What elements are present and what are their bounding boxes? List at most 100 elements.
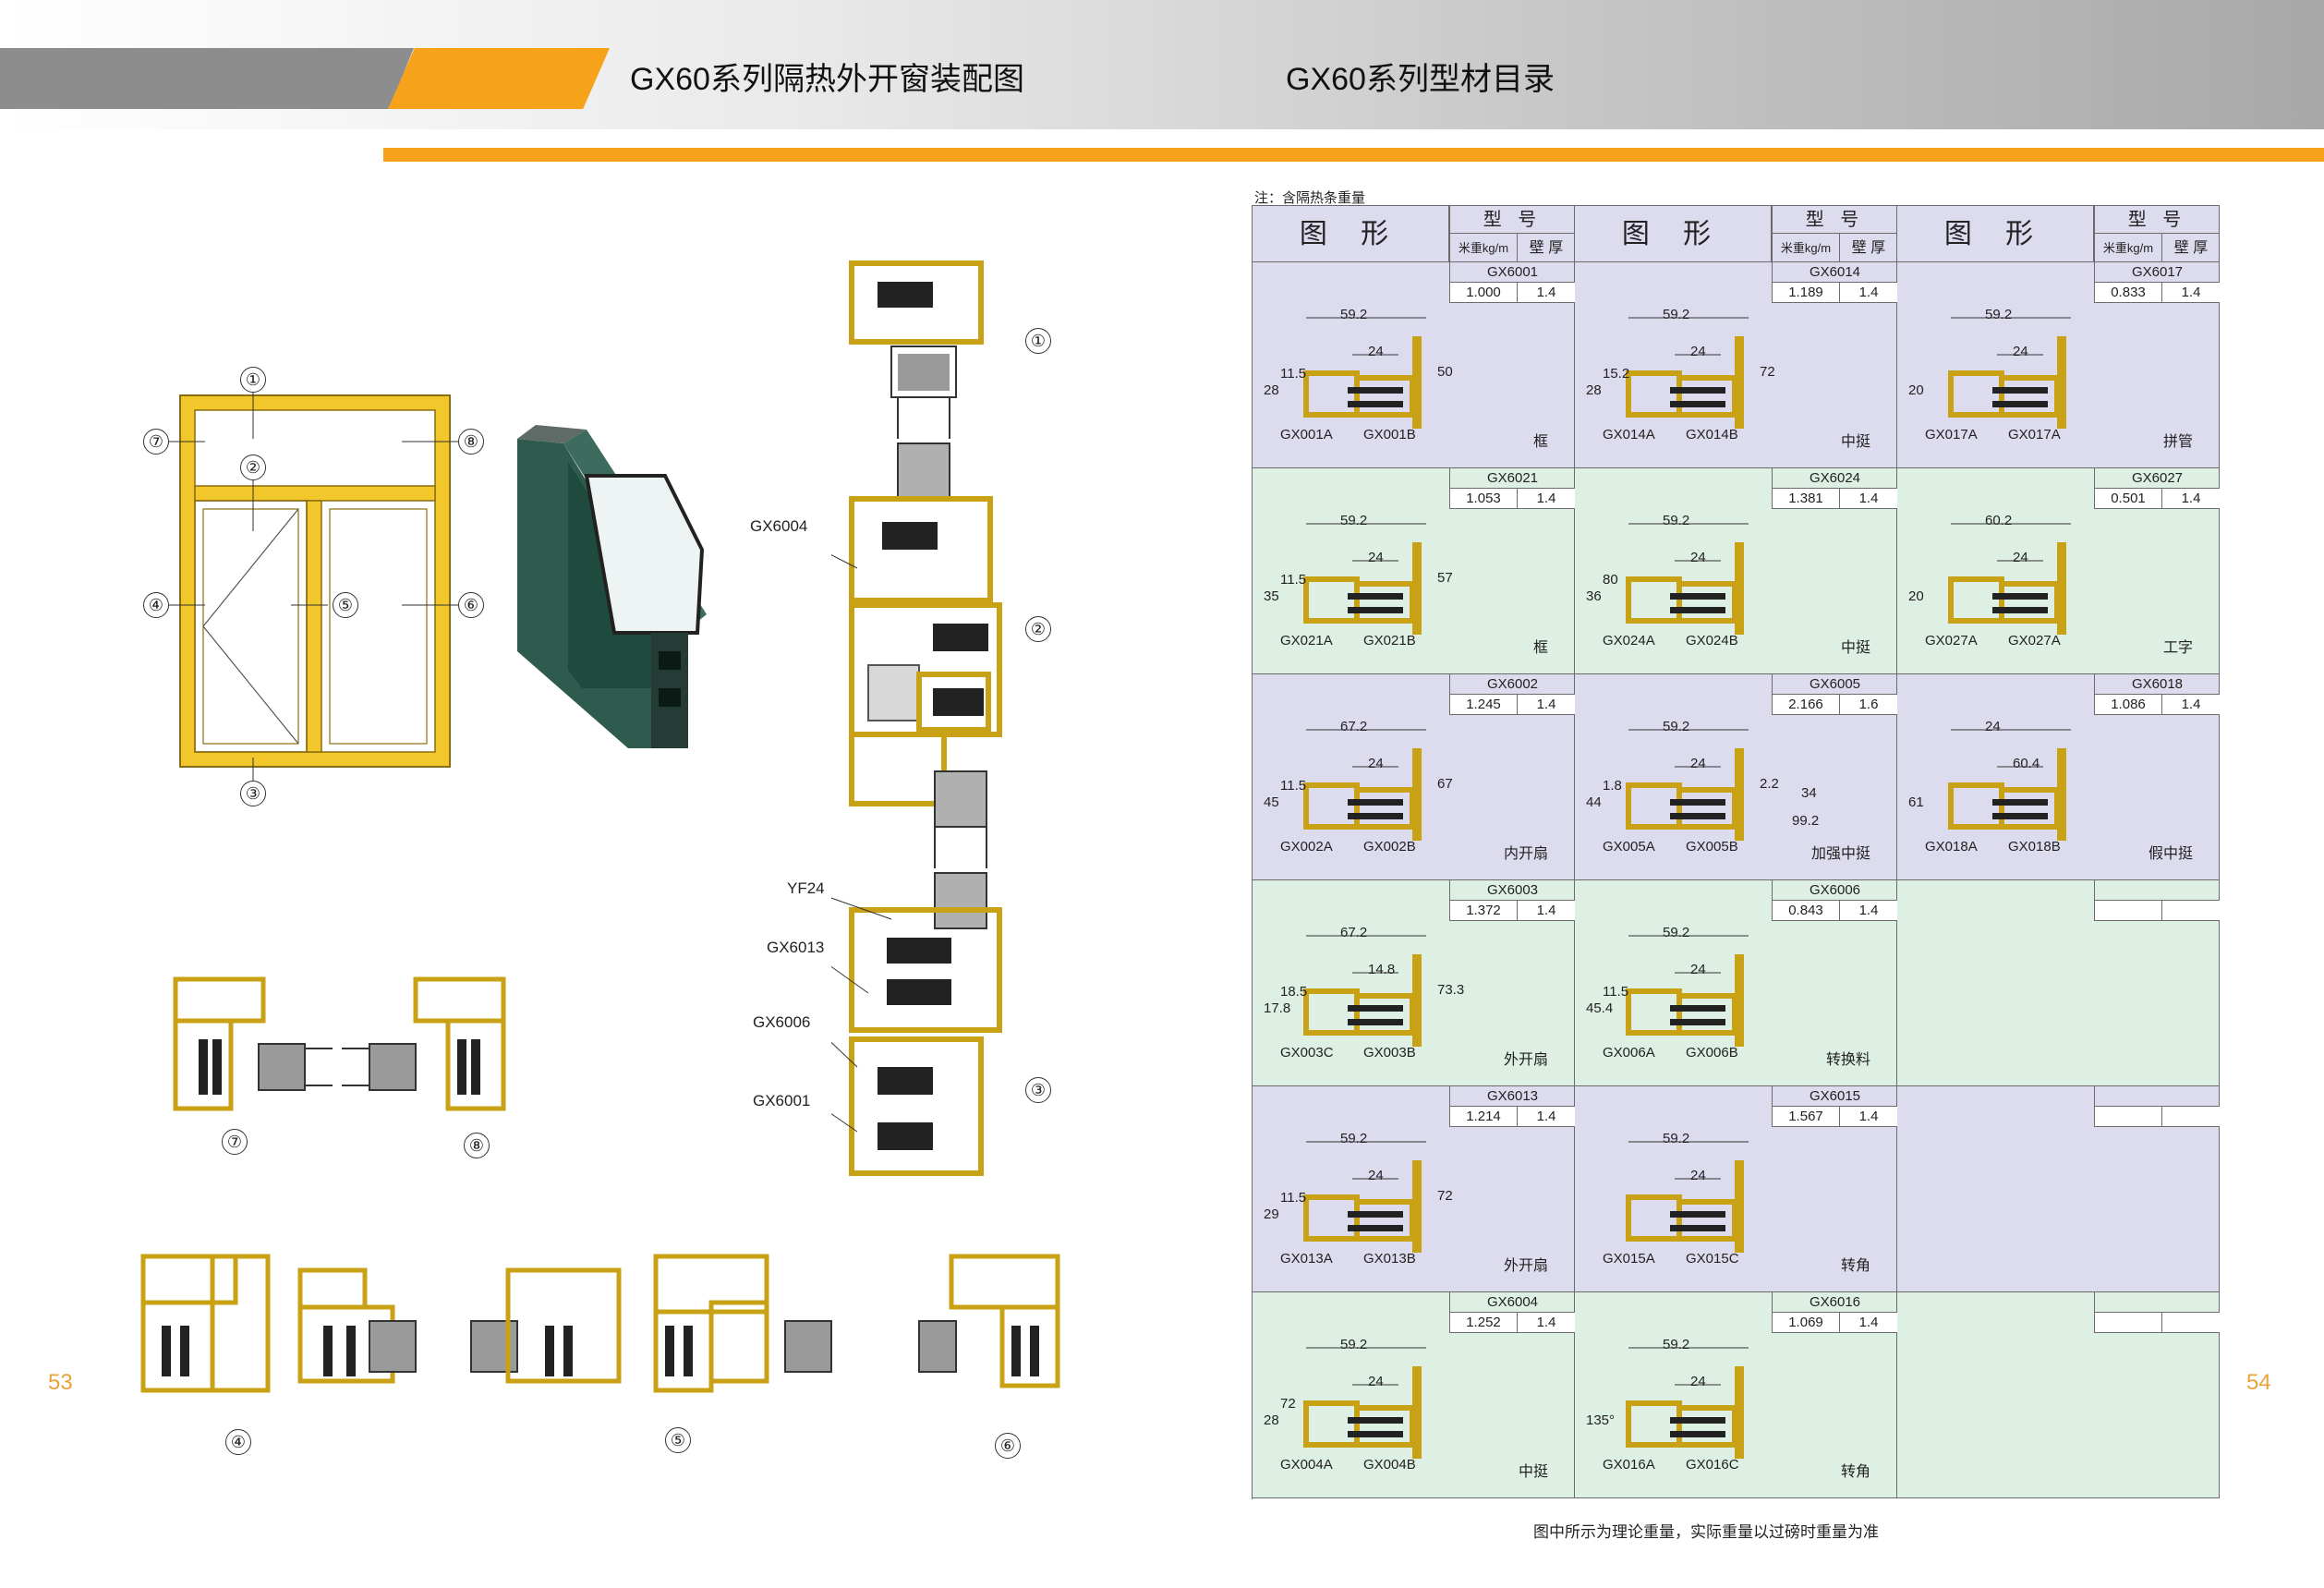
dimension-label: 60.2 [1985,513,2013,528]
thickness-value: 1.4 [1839,1107,1897,1127]
section-callout-3: ③ [1025,1077,1051,1103]
label-yf24: YF24 [787,879,825,897]
profile-shape [1348,387,1403,394]
dimension-label: 59.2 [1340,1131,1368,1146]
profile-shape [1948,370,2004,418]
profile-shape [1735,1160,1744,1253]
dimension-label: 24 [2013,344,2028,359]
profile-section-drawing [1626,1141,1749,1253]
part-code-label: GX005A [1603,839,1655,855]
weight-value: 1.245 [1449,695,1517,715]
dimension-label: 44 [1586,794,1602,810]
callout-5: ⑤ [333,592,358,618]
profile-name: 工字 [2162,640,2193,656]
dimension-label: 59.2 [1340,1337,1368,1352]
thickness-value [2161,1107,2220,1127]
part-code-label: GX027A [1925,633,1978,649]
dimension-label: 67.2 [1340,925,1368,940]
thickness-value [2161,901,2220,921]
profile-shape [1348,1417,1403,1424]
thickness-value: 1.4 [1839,489,1897,509]
thickness-value: 1.4 [1839,283,1897,303]
model-code: GX6004 [1449,1292,1575,1313]
part-code-label: GX013B [1363,1251,1416,1267]
dimension-label: 60.4 [2013,756,2040,771]
profile-shape [1303,576,1360,624]
profile-shape [1303,370,1360,418]
profile-name: 外开扇 [1503,1052,1548,1068]
part-code-label: GX016A [1603,1457,1655,1473]
profile-shape [1348,1005,1403,1012]
profile-section-drawing [1303,935,1426,1047]
dimension-label: 57 [1437,570,1453,586]
callout-2: ② [240,455,266,480]
profile-shape [1354,375,1415,418]
dimension-label: 45 [1264,794,1279,810]
section-callout-5: ⑤ [665,1427,691,1453]
dimension-label: 59.2 [1663,1131,1690,1146]
profile-name: 框 [1532,640,1548,656]
profile-shape [1992,401,2048,407]
profile-shape [1348,401,1403,407]
model-code [2094,880,2220,901]
window-elevation-diagram [166,384,462,785]
profile-shape [1992,813,2048,819]
dimension-label: 20 [1908,382,1924,398]
dimension-label: 20 [1908,588,1924,604]
figure-header-label: 图 形 [1575,206,1772,262]
corner-profile-render [517,425,707,748]
thickness-value: 1.4 [1839,1313,1897,1333]
thickness-value: 1.4 [1517,283,1575,303]
section-callout-4: ④ [225,1429,251,1455]
profile-shape [1670,1417,1725,1424]
profile-name: 拼管 [2162,434,2193,450]
horizontal-section-diagram [140,1254,1060,1393]
model-code: GX6018 [2094,674,2220,695]
profile-shape [1626,576,1682,624]
profile-name: 中挺 [1840,640,1870,656]
dimension-label: 28 [1264,1412,1279,1428]
header-orange-band [388,48,610,109]
profile-name: 内开扇 [1503,846,1548,862]
profile-shape [1354,581,1415,624]
profile-shape [1670,799,1725,806]
part-code-label: GX015C [1686,1251,1739,1267]
model-code: GX6027 [2094,468,2220,489]
weight-value: 1.069 [1772,1313,1839,1333]
profile-section-drawing [1948,317,2071,429]
dimension-label: 14.8 [1368,962,1396,977]
thickness-value: 1.4 [1517,901,1575,921]
profile-shape [1354,787,1415,830]
profile-shape [1412,336,1422,429]
figure-header-label: 图 形 [1253,206,1449,262]
weight-value: 0.833 [2094,283,2161,303]
weight-header-label: 米重kg/m [1449,234,1517,262]
dimension-label: 11.5 [1603,984,1629,1000]
dimension-label: 24 [1368,756,1384,771]
catalog-cell [1897,1292,2220,1498]
dimension-label: 11.5 [1280,366,1307,382]
thickness-value: 1.4 [2161,695,2220,715]
dimension-label: 24 [1368,1168,1384,1183]
section-callout-1: ① [1025,328,1051,354]
dimension-label: 1.8 [1603,778,1622,794]
profile-shape [1676,1405,1737,1448]
model-code: GX6014 [1772,262,1897,283]
part-code-label: GX018A [1925,839,1978,855]
page-number-left: 53 [48,1370,73,1395]
model-code: GX6006 [1772,880,1897,901]
model-code: GX6002 [1449,674,1575,695]
profile-shape [1303,988,1360,1036]
profile-shape [1999,581,2060,624]
dimension-label: 36 [1586,588,1602,604]
thickness-value: 1.4 [1517,489,1575,509]
profile-section-drawing [1948,523,2071,635]
part-code-label: GX001B [1363,427,1416,442]
